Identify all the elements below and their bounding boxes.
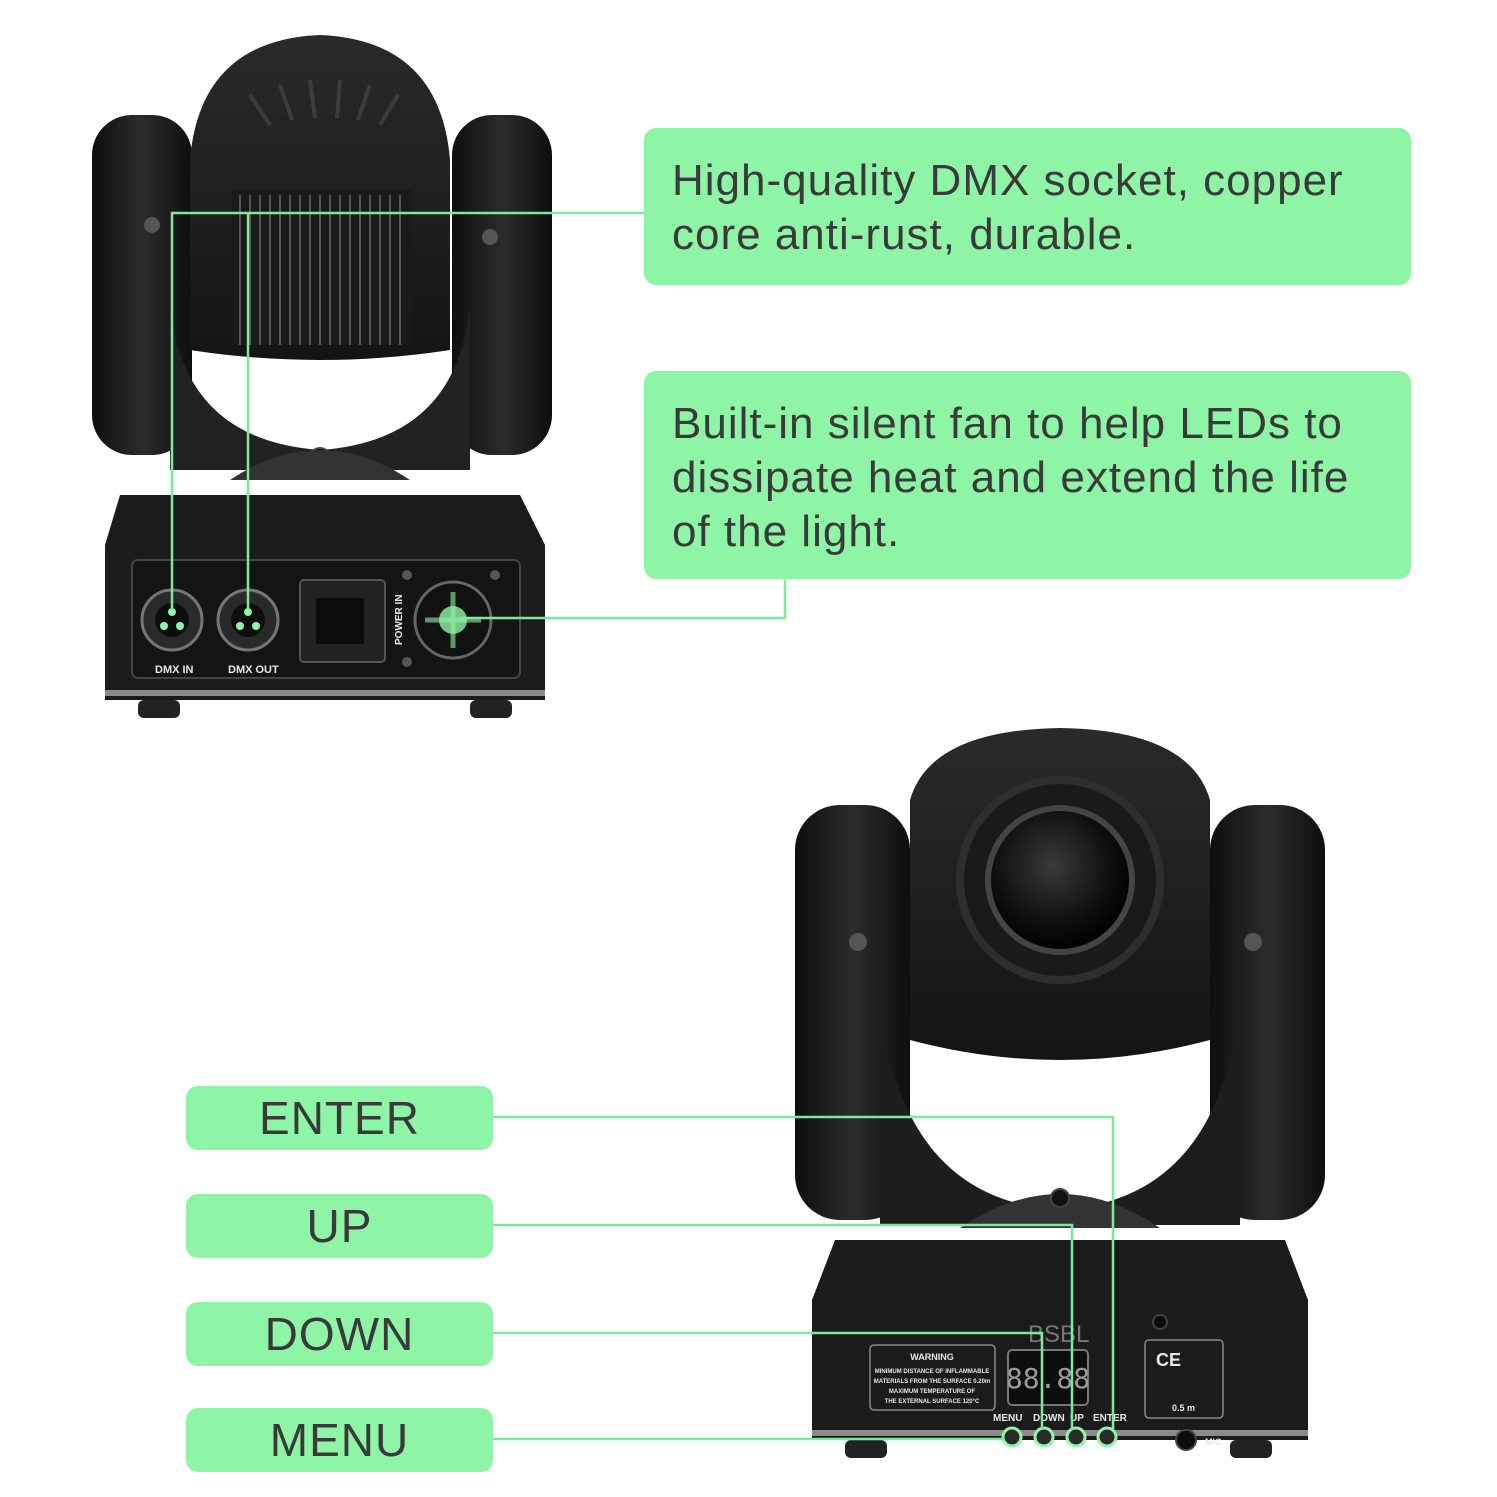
ce-mark: CE [1156,1350,1181,1370]
rear-view-light: DMX IN DMX OUT POWER IN [92,35,552,718]
up-callout: UP [186,1194,493,1258]
dmx-in-label: DMX IN [155,664,194,676]
display-readout: 88.88 [1006,1362,1090,1395]
up-button [1065,1426,1087,1448]
enter-button [1096,1426,1118,1448]
warning-line-3: MAXIMUM TEMPERATURE OF [889,1389,976,1395]
mic-hole [1175,1429,1197,1451]
menu-button [1001,1426,1023,1448]
menu-callout: MENU [186,1408,493,1472]
dmx-out-label: DMX OUT [228,664,279,676]
lens [985,805,1135,955]
down-callout: DOWN [186,1302,493,1366]
front-base [812,1240,1308,1440]
warning-line-2: MATERIALS FROM THE SURFACE 0.20m [874,1379,991,1385]
led-display [1007,1349,1089,1406]
enter-callout: ENTER [186,1086,493,1150]
menu-label: MENU [993,1413,1022,1424]
enter-label: ENTER [1093,1413,1128,1424]
down-button [1033,1426,1055,1448]
distance-mark: 0.5 m [1172,1403,1195,1413]
right-arm [452,115,552,455]
left-arm [92,115,192,455]
down-label: DOWN [1033,1413,1065,1424]
warning-line-1: MINIMUM DISTANCE OF INFLAMMABLE [875,1369,990,1375]
dmx-socket-callout: High-quality DMX socket, copper core ant… [644,128,1411,285]
warning-box [869,1344,996,1411]
warning-line-4: THE EXTERNAL SURFACE 120°C [885,1399,980,1405]
cert-box [1144,1339,1224,1419]
mic-label: MIC [1205,1437,1222,1447]
up-label: UP [1070,1413,1084,1424]
power-in-label: POWER IN [394,594,405,645]
fan-callout: Built-in silent fan to help LEDs to diss… [644,371,1411,579]
warning-title: WARNING [910,1352,954,1362]
leader-lines [170,211,1115,1441]
front-view-light: BSBL WARNING MINIMUM DISTANCE OF INFLAMM… [795,728,1325,1458]
brand-logo: BSBL [1028,1321,1089,1348]
